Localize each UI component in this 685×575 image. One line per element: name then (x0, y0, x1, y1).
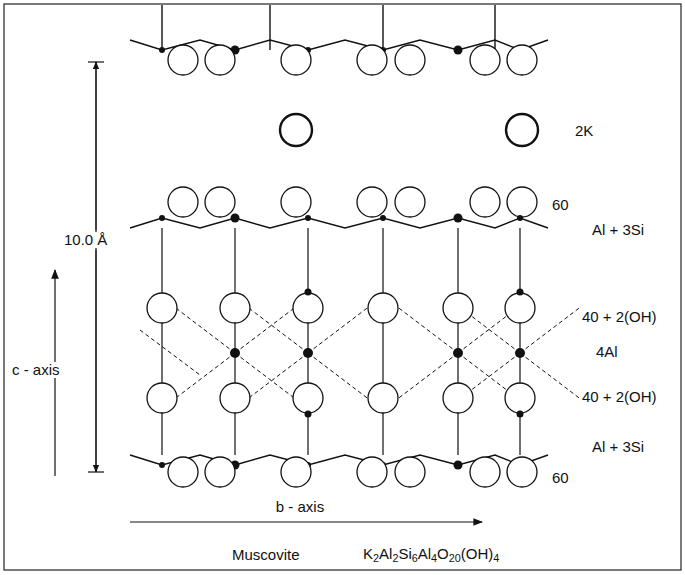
oxygen-atom (507, 187, 537, 217)
aluminium-atom (230, 348, 240, 358)
layer-label: 40 + 2(OH) (582, 309, 657, 326)
oxygen-atom (507, 45, 537, 75)
oxygen-atom (395, 457, 425, 487)
oxygen-atom (443, 293, 473, 323)
oxygen-atom (281, 457, 311, 487)
si-al-cation (454, 214, 463, 223)
axis-label: c - axis (10, 362, 62, 379)
bond-line (307, 228, 308, 455)
si-al-cation (380, 215, 386, 221)
layer-label: 40 + 2(OH) (582, 389, 657, 406)
oxygen-atom (507, 457, 537, 487)
oxygen-atom (220, 383, 250, 413)
dimension-line (88, 62, 104, 472)
oxygen-atom (505, 383, 535, 413)
oxygen-atom (147, 293, 177, 323)
crystal-structure (130, 5, 579, 487)
aluminium-atom (303, 348, 313, 358)
hydrogen-atom (305, 411, 312, 418)
hydrogen-atom (517, 289, 524, 296)
si-al-cation (517, 215, 523, 221)
chemical-formula: K2Al2Si6Al4O20(OH)4 (363, 546, 499, 565)
bond-line (519, 228, 520, 455)
oxygen-atom (443, 383, 473, 413)
oxygen-atom (470, 457, 500, 487)
potassium-atom (506, 114, 538, 146)
oxygen-atom (205, 187, 235, 217)
aluminium-atom (453, 348, 463, 358)
layer-label: 60 (552, 470, 569, 487)
si-al-cation (159, 462, 165, 468)
oxygen-atom (357, 457, 387, 487)
oxygen-atom (168, 187, 198, 217)
aluminium-atom (515, 348, 525, 358)
si-al-cation (454, 46, 463, 55)
layer-label: Al + 3Si (592, 222, 644, 239)
bond-line (457, 228, 458, 455)
oxygen-atom (368, 383, 398, 413)
hydrogen-atom (305, 289, 312, 296)
oxygen-atom (470, 187, 500, 217)
oxygen-atom (470, 45, 500, 75)
oxygen-atom (205, 457, 235, 487)
si-al-cation (159, 215, 165, 221)
oxygen-atom (281, 45, 311, 75)
bond-line (494, 5, 495, 50)
b-axis-arrow (130, 521, 482, 522)
layer-label: 2K (575, 123, 593, 140)
oxygen-atom (357, 187, 387, 217)
oxygen-atom (220, 293, 250, 323)
si-al-cation (305, 215, 311, 221)
bond-line (269, 5, 270, 50)
layer-label: 4Al (596, 344, 618, 361)
si-al-cation (231, 214, 240, 223)
si-al-cation (454, 461, 463, 470)
oxygen-atom (357, 45, 387, 75)
tetrahedral-sheet-line (130, 218, 548, 228)
bond-line (382, 228, 383, 455)
oxygen-atom (395, 187, 425, 217)
axis-label: b - axis (276, 499, 324, 516)
oxygen-atom (368, 293, 398, 323)
oxygen-atom (147, 383, 177, 413)
oxygen-atom (293, 383, 323, 413)
bond-line (234, 228, 235, 455)
dimension-label: 10.0 Å (62, 232, 109, 249)
mineral-name: Muscovite (232, 547, 300, 564)
oxygen-atom (505, 293, 535, 323)
potassium-atom (280, 114, 312, 146)
bond-line (161, 228, 162, 455)
octahedral-bond (140, 330, 200, 375)
oxygen-atom (395, 45, 425, 75)
oxygen-atom (293, 293, 323, 323)
oxygen-atom (168, 457, 198, 487)
layer-label: Al + 3Si (592, 439, 644, 456)
frame (4, 4, 681, 570)
oxygen-atom (168, 45, 198, 75)
bond-line (161, 5, 162, 50)
oxygen-atom (281, 187, 311, 217)
hydrogen-atom (517, 411, 524, 418)
bond-line (382, 5, 383, 50)
oxygen-atom (205, 45, 235, 75)
layer-label: 60 (552, 197, 569, 214)
